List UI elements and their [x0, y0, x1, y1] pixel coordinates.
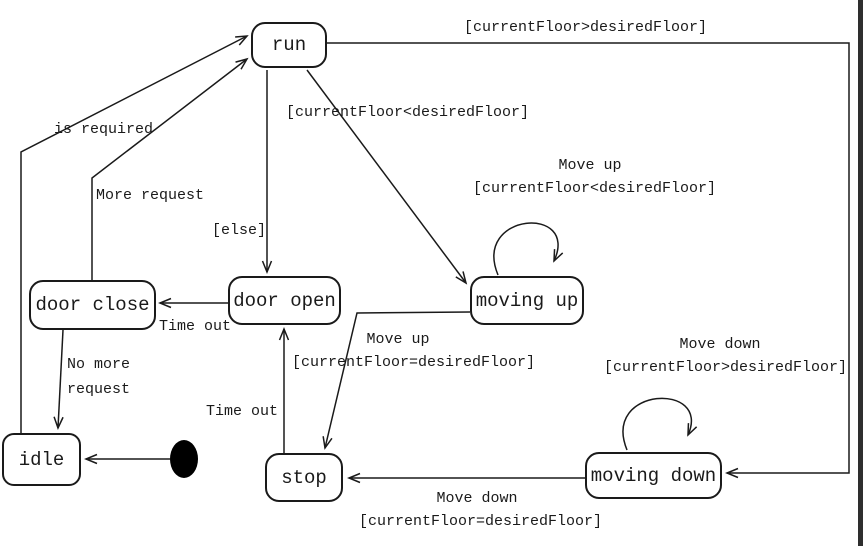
label-door-open-to-door-close: Time out: [159, 318, 232, 335]
edge-moving-up-self-loop: [493, 222, 564, 276]
label-door-close-to-idle: No more request: [67, 352, 130, 402]
label-door-close-to-idle-line2: request: [67, 381, 131, 398]
label-moving-down-self-loop-event: Move down: [679, 336, 761, 353]
edge-moving-down-self-loop: [622, 397, 698, 451]
state-door-open[interactable]: door open: [228, 276, 341, 325]
label-moving-up-to-stop: Move up [currentFloor=desiredFloor]: [292, 328, 536, 374]
label-run-to-moving-up: [currentFloor<desiredFloor]: [286, 104, 530, 121]
label-moving-up-self-loop-event: Move up: [558, 157, 622, 174]
label-run-to-door-open: [else]: [212, 222, 267, 239]
label-moving-down-to-stop-guard: [currentFloor=desiredFloor]: [359, 513, 603, 530]
window-edge-strip: [858, 0, 863, 546]
state-moving-down[interactable]: moving down: [585, 452, 722, 499]
label-moving-up-self-loop-guard: [currentFloor<desiredFloor]: [473, 180, 717, 197]
edge-moving-up-to-stop: [322, 311, 471, 450]
label-idle-to-run: is required: [54, 121, 154, 138]
state-moving-up[interactable]: moving up: [470, 276, 584, 325]
label-moving-up-to-stop-event: Move up: [366, 331, 430, 348]
label-moving-down-self-loop: Move down [currentFloor>desiredFloor]: [604, 333, 848, 379]
initial-state-dot[interactable]: [170, 440, 198, 478]
state-run[interactable]: run: [251, 22, 327, 68]
edge-idle-to-run: [20, 35, 249, 433]
label-door-close-to-run: More request: [96, 187, 205, 204]
state-stop[interactable]: stop: [265, 453, 343, 502]
edge-run-to-moving-up: [306, 69, 468, 285]
edge-door-close-to-run: [91, 57, 249, 280]
label-moving-down-self-loop-guard: [currentFloor>desiredFloor]: [604, 359, 848, 376]
state-idle[interactable]: idle: [2, 433, 81, 486]
label-moving-down-to-stop-event: Move down: [436, 490, 518, 507]
label-moving-up-self-loop: Move up [currentFloor<desiredFloor]: [473, 154, 717, 200]
label-stop-to-door-open: Time out: [206, 403, 279, 420]
label-run-to-moving-down: [currentFloor>desiredFloor]: [464, 19, 708, 36]
edge-door-close-to-idle: [53, 329, 64, 430]
label-moving-up-to-stop-guard: [currentFloor=desiredFloor]: [292, 354, 536, 371]
label-moving-down-to-stop: Move down [currentFloor=desiredFloor]: [359, 487, 603, 533]
edge-run-to-moving-down: [327, 42, 850, 479]
state-door-close[interactable]: door close: [29, 280, 156, 330]
label-door-close-to-idle-line1: No more: [67, 356, 131, 373]
